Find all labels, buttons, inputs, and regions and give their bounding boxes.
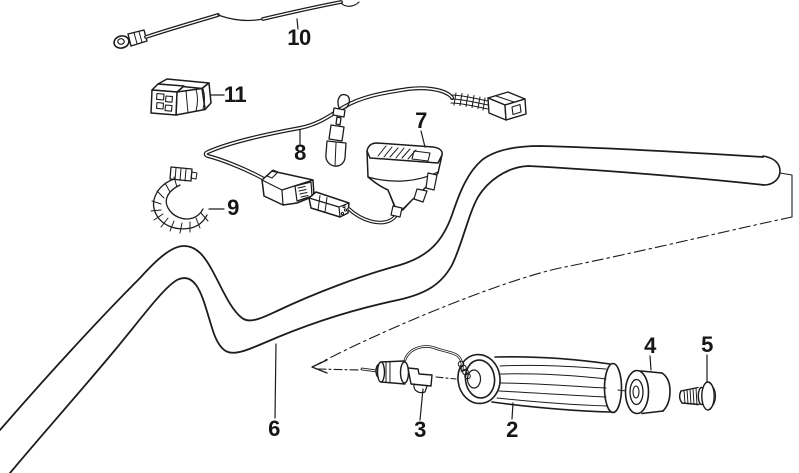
connector-part-11 [150, 78, 212, 116]
part-callout-8: 8 [294, 140, 306, 165]
part-callout-9: 9 [227, 195, 239, 220]
part-callout-5: 5 [701, 332, 713, 357]
harness-end-connector [450, 91, 527, 121]
part-callout-6: 6 [268, 416, 280, 441]
axis-arrow-icon [311, 359, 328, 374]
leader-lines [208, 18, 708, 421]
element-plug-part-3 [360, 360, 433, 394]
part-callout-3: 3 [414, 417, 426, 442]
heating-coil-part-9 [150, 166, 209, 234]
screw-part-5 [678, 381, 717, 411]
harness-wire-part-8 [203, 86, 454, 181]
cable-part-10 [113, 0, 360, 49]
handlebar-end-cap [762, 155, 781, 186]
connector-to-switch-wire [347, 207, 400, 225]
part-callout-4: 4 [644, 333, 656, 358]
part-callout-10: 10 [287, 25, 311, 50]
element-wire-and-coils [403, 345, 471, 380]
part-callout-7: 7 [415, 108, 427, 133]
assembly-axis-line [317, 172, 793, 380]
part-callout-2: 2 [506, 417, 518, 442]
part-callout-11: 11 [223, 82, 247, 107]
heated-grip-part-2 [457, 350, 623, 414]
inline-connector-female [308, 191, 350, 218]
cable-clip [325, 93, 351, 167]
end-weight-part-4 [617, 369, 671, 415]
inline-connector-male [261, 169, 315, 206]
handlebar-part-6 [0, 145, 781, 473]
switch-part-7 [366, 142, 443, 218]
